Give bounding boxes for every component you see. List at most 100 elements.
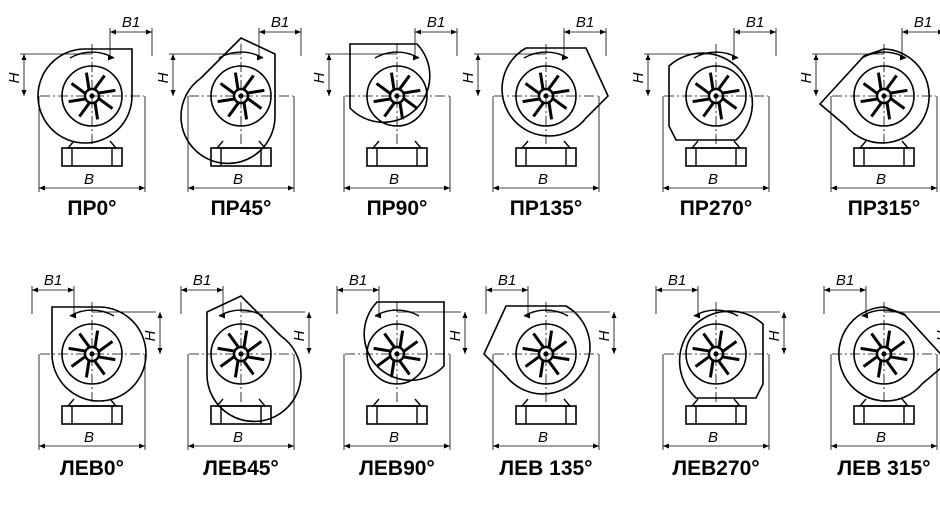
scroll-casing — [483, 305, 591, 395]
impeller-blade — [373, 346, 391, 353]
scroll-casing — [51, 306, 147, 402]
impeller-blade — [717, 74, 730, 91]
impeller-blade — [692, 97, 710, 104]
svg-text:B: B — [876, 429, 886, 446]
impeller-blade — [717, 102, 724, 120]
svg-text:B1: B1 — [122, 14, 140, 31]
fan-base — [515, 147, 577, 167]
impeller-blade — [242, 359, 255, 376]
svg-text:B: B — [876, 171, 886, 188]
impeller-blade — [98, 355, 116, 362]
impeller-blade — [870, 332, 883, 349]
svg-text:B1: B1 — [914, 14, 932, 31]
svg-text:H: H — [142, 330, 159, 341]
impeller-blade — [78, 101, 91, 118]
impeller-blade — [547, 102, 554, 120]
variant-label: ЛЕВ 135° — [499, 457, 593, 480]
impeller-blade — [890, 88, 908, 95]
impeller-blade — [219, 355, 236, 368]
impeller-blade — [217, 97, 235, 104]
svg-text:B1: B1 — [668, 272, 686, 289]
fan-base — [210, 405, 272, 425]
impeller-blade — [862, 355, 879, 368]
impeller-blade — [68, 97, 86, 104]
impeller-blade — [233, 360, 240, 378]
impeller-blade — [233, 72, 240, 90]
impeller-blade — [889, 97, 906, 110]
impeller-blade — [383, 332, 396, 349]
impeller-blade — [552, 355, 570, 362]
impeller-blade — [876, 72, 883, 90]
impeller-blade — [870, 101, 883, 118]
impeller-blade — [547, 330, 554, 348]
svg-text:B: B — [708, 429, 718, 446]
impeller-blade — [524, 82, 541, 95]
impeller-blade — [247, 88, 265, 95]
impeller-blade — [885, 102, 892, 120]
fan-base — [685, 405, 747, 425]
impeller-blade — [398, 330, 405, 348]
svg-text:B: B — [84, 429, 94, 446]
svg-text:B: B — [538, 171, 548, 188]
impeller-blade — [708, 360, 715, 378]
impeller-blade — [702, 332, 715, 349]
impeller-blade — [547, 74, 560, 91]
impeller-blade — [389, 72, 396, 90]
scroll-casing — [818, 48, 930, 144]
svg-text:H: H — [934, 330, 940, 341]
impeller-blade — [876, 360, 883, 378]
impeller-blade — [860, 97, 878, 104]
svg-text:H: H — [291, 330, 308, 341]
fan-figure: B B1H — [31, 272, 163, 450]
scroll-casing — [678, 310, 764, 399]
fan-base — [61, 147, 123, 167]
impeller-blade — [889, 340, 906, 353]
svg-text:B: B — [389, 429, 399, 446]
impeller-blade — [862, 82, 879, 95]
svg-text:B1: B1 — [498, 272, 516, 289]
svg-text:B1: B1 — [193, 272, 211, 289]
impeller-blade — [860, 346, 878, 353]
impeller-blade — [93, 74, 106, 91]
impeller-blade — [717, 359, 730, 376]
impeller-blade — [93, 330, 100, 348]
impeller-blade — [373, 97, 391, 104]
variant-label: ПР0° — [67, 197, 117, 220]
variant-label: ПР90° — [366, 197, 428, 220]
impeller-blade — [403, 88, 421, 95]
impeller-blade — [538, 360, 545, 378]
impeller-blade — [242, 74, 255, 91]
svg-text:B: B — [233, 171, 243, 188]
scroll-casing — [668, 52, 754, 141]
svg-text:H: H — [596, 330, 613, 341]
impeller-blade — [694, 82, 711, 95]
impeller-blade — [227, 332, 240, 349]
impeller-blade — [84, 72, 91, 90]
impeller-blade — [403, 355, 421, 362]
fan-base — [515, 405, 577, 425]
svg-text:B1: B1 — [44, 272, 62, 289]
impeller-blade — [722, 355, 740, 362]
svg-text:B: B — [538, 429, 548, 446]
impeller-blade — [78, 332, 91, 349]
impeller-blade — [721, 97, 738, 110]
impeller-blade — [885, 74, 898, 91]
fan-base — [685, 147, 747, 167]
impeller-blade — [70, 355, 87, 368]
impeller-blade — [552, 88, 570, 95]
impeller-blade — [242, 102, 249, 120]
variant-label: ЛЕВ90° — [359, 457, 435, 480]
impeller-blade — [246, 340, 263, 353]
variant-label: ЛЕВ270° — [672, 457, 760, 480]
impeller-blade — [522, 346, 540, 353]
impeller-blade — [398, 359, 411, 376]
fan-base — [853, 405, 915, 425]
